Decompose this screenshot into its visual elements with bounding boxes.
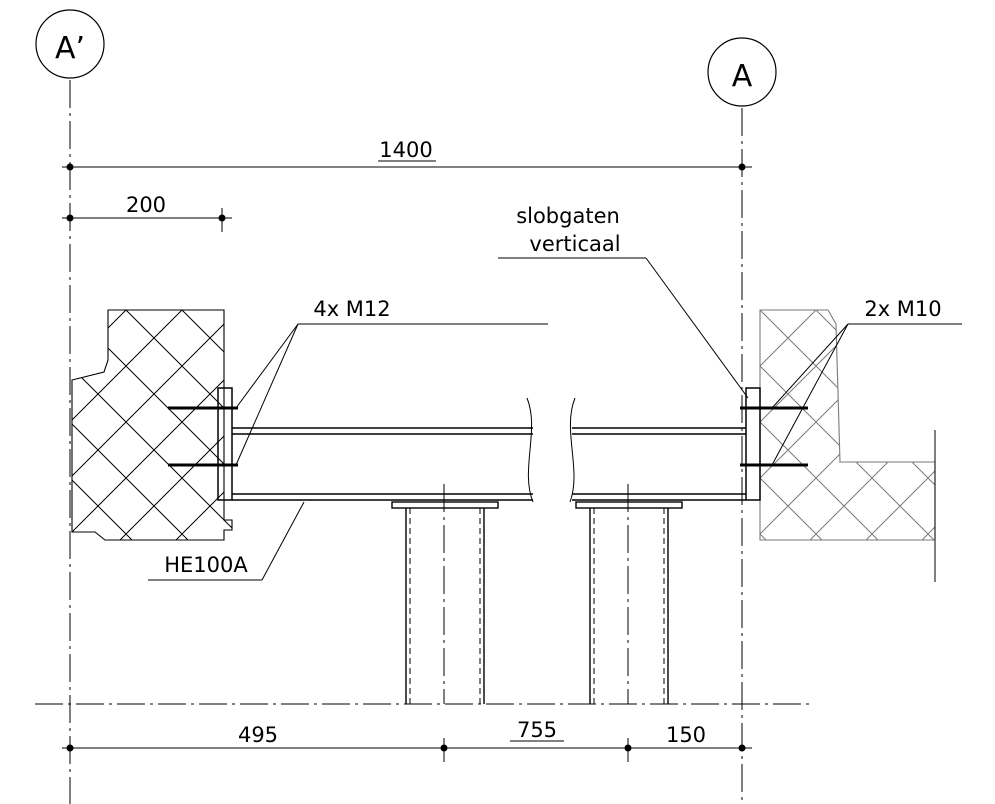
right-wall — [759, 309, 936, 582]
callout-bolts-right: 2x M10 — [771, 297, 962, 466]
dimension-tick — [66, 214, 74, 222]
callout-leader — [261, 501, 305, 581]
callout-bolts-left: 4x M12 — [235, 297, 548, 466]
callout-leader — [235, 323, 299, 466]
callout-bolts-left-text: 4x M12 — [313, 297, 390, 321]
grid-label-left: A’ — [55, 31, 85, 66]
dimension-overall: 1400 — [62, 138, 752, 171]
callout-profile: HE100A — [148, 501, 305, 581]
column-cap-plate — [391, 501, 499, 509]
dimension-tick — [738, 744, 746, 752]
break-line — [526, 397, 534, 503]
end-plate-left — [217, 387, 233, 501]
dimension-tick — [66, 744, 74, 752]
dimension-text-overall: 1400 — [379, 138, 432, 162]
callout-slotted-holes: slobgaten verticaal — [498, 204, 749, 399]
dimension-tick — [66, 163, 74, 171]
callout-leader — [771, 323, 849, 466]
dimension-tick — [440, 744, 448, 752]
end-plate-right — [745, 387, 761, 501]
dimension-offset: 200 — [62, 193, 232, 232]
dimension-text-bottom-right: 150 — [666, 723, 706, 747]
beam-he100a-left — [168, 387, 534, 503]
right-wall-section — [759, 309, 936, 541]
dimension-chain-bottom: 495 755 150 — [62, 718, 752, 762]
dimension-tick — [738, 163, 746, 171]
callout-leader — [235, 323, 299, 409]
dimension-tick — [624, 744, 632, 752]
grid-axis-a: A — [707, 37, 777, 804]
dimension-text-bottom-middle: 755 — [517, 718, 557, 742]
callout-leader — [645, 257, 749, 399]
callout-profile-text: HE100A — [164, 553, 248, 577]
grid-label-right: A — [732, 59, 753, 94]
callout-slotted-holes-line1: slobgaten — [516, 204, 620, 228]
left-wall — [71, 309, 233, 541]
callout-slotted-holes-line2: verticaal — [529, 232, 620, 256]
dimension-text-offset: 200 — [126, 193, 166, 217]
break-line — [569, 397, 576, 503]
column-cap-plate — [575, 501, 683, 509]
grid-axis-a-prime: A’ — [35, 9, 105, 804]
grid-bubble-right — [707, 37, 777, 107]
dimension-tick — [218, 214, 226, 222]
dimension-text-bottom-left: 495 — [238, 723, 278, 747]
beam-he100a-right — [569, 387, 808, 503]
column-right — [575, 484, 683, 704]
left-wall-section — [71, 309, 233, 541]
callout-leader — [771, 323, 849, 409]
column-left — [391, 484, 499, 704]
callout-bolts-right-text: 2x M10 — [864, 297, 941, 321]
grid-bubble-left — [35, 9, 105, 79]
